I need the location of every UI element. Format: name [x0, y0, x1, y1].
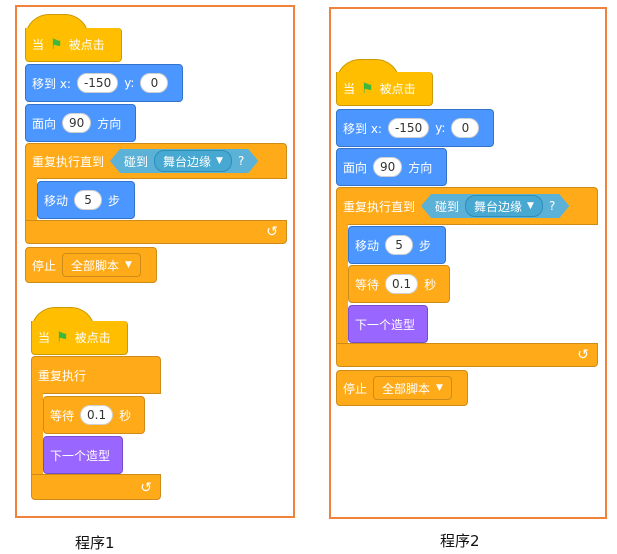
y-input[interactable]: 0 — [140, 73, 169, 93]
question-label: ? — [548, 199, 556, 213]
when-label: 当 — [343, 82, 356, 96]
all-scripts-label: 全部脚本 — [382, 381, 431, 396]
clicked-label: 被点击 — [379, 82, 416, 96]
dropdown-arrow-icon: ▼ — [436, 383, 443, 393]
forever-label: 重复执行 — [38, 368, 87, 383]
stop-all-block[interactable]: 停止 全部脚本 ▼ — [25, 247, 157, 283]
all-scripts-label: 全部脚本 — [71, 258, 120, 273]
point-label: 面向 — [343, 160, 368, 175]
edge-dropdown[interactable]: 舞台边缘 ▼ — [154, 150, 232, 172]
stop-label: 停止 — [343, 381, 368, 396]
repeat-until-foot: ↺ — [25, 220, 287, 244]
wait-label: 等待 — [355, 277, 380, 292]
loop-arrow-icon: ↺ — [266, 224, 278, 240]
clicked-label: 被点击 — [68, 38, 105, 52]
y-label: y: — [124, 76, 135, 90]
touching-sensor[interactable]: 碰到 舞台边缘 ▼ ? — [421, 194, 569, 218]
program2-caption: 程序2 — [440, 532, 480, 550]
c-block-arm — [25, 178, 37, 222]
steps-label: 步 — [108, 193, 121, 208]
dropdown-arrow-icon: ▼ — [125, 260, 132, 270]
next-costume-label: 下一个造型 — [355, 317, 416, 332]
when-label: 当 — [32, 38, 45, 52]
x-input[interactable]: -150 — [76, 73, 119, 93]
green-flag-icon: ⚑ — [56, 329, 69, 346]
repeat-until-block[interactable]: 重复执行直到 碰到 舞台边缘 ▼ ? — [336, 187, 598, 225]
seconds-label: 秒 — [119, 408, 132, 423]
repeat-until-foot: ↺ — [336, 343, 598, 367]
y-input[interactable]: 0 — [451, 118, 480, 138]
touching-label: 碰到 — [124, 154, 149, 169]
seconds-label: 秒 — [424, 277, 437, 292]
c-block-arm — [336, 224, 348, 344]
stop-label: 停止 — [32, 258, 57, 273]
forever-block[interactable]: 重复执行 — [31, 356, 161, 394]
program1-caption: 程序1 — [75, 534, 115, 552]
direction-input[interactable]: 90 — [373, 157, 403, 177]
question-label: ? — [237, 154, 245, 168]
next-costume-block[interactable]: 下一个造型 — [348, 305, 428, 343]
when-flag-clicked-block[interactable]: 当 ⚑ 被点击 — [336, 72, 433, 106]
wait-block[interactable]: 等待 0.1 秒 — [43, 396, 145, 434]
steps-input[interactable]: 5 — [74, 190, 103, 210]
goto-label: 移到 x: — [32, 76, 71, 91]
loop-arrow-icon: ↺ — [140, 480, 152, 496]
move-steps-block[interactable]: 移动 5 步 — [37, 181, 135, 219]
touching-label: 碰到 — [435, 199, 460, 214]
point-direction-block[interactable]: 面向 90 方向 — [25, 104, 136, 142]
repeat-until-block[interactable]: 重复执行直到 碰到 舞台边缘 ▼ ? — [25, 143, 287, 179]
point-direction-block[interactable]: 面向 90 方向 — [336, 148, 447, 186]
loop-arrow-icon: ↺ — [577, 347, 589, 363]
wait-label: 等待 — [50, 408, 75, 423]
stop-option-dropdown[interactable]: 全部脚本 ▼ — [62, 253, 141, 277]
direction-label: 方向 — [97, 116, 122, 131]
edge-label: 舞台边缘 — [474, 199, 523, 214]
when-flag-clicked-block[interactable]: 当 ⚑ 被点击 — [31, 321, 128, 355]
repeat-until-label: 重复执行直到 — [343, 199, 416, 214]
when-flag-clicked-block[interactable]: 当 ⚑ 被点击 — [25, 28, 122, 62]
steps-label: 步 — [419, 238, 432, 253]
clicked-label: 被点击 — [74, 331, 111, 345]
direction-input[interactable]: 90 — [62, 113, 92, 133]
stop-all-block[interactable]: 停止 全部脚本 ▼ — [336, 370, 468, 406]
dropdown-arrow-icon: ▼ — [527, 201, 534, 211]
wait-input[interactable]: 0.1 — [385, 274, 419, 294]
goto-label: 移到 x: — [343, 121, 382, 136]
steps-input[interactable]: 5 — [385, 235, 414, 255]
dropdown-arrow-icon: ▼ — [216, 156, 223, 166]
goto-xy-block[interactable]: 移到 x: -150 y: 0 — [336, 109, 494, 147]
repeat-until-label: 重复执行直到 — [32, 154, 105, 169]
move-label: 移动 — [44, 193, 69, 208]
forever-foot: ↺ — [31, 474, 161, 500]
edge-dropdown[interactable]: 舞台边缘 ▼ — [465, 195, 543, 217]
wait-input[interactable]: 0.1 — [80, 405, 114, 425]
when-label: 当 — [38, 331, 51, 345]
next-costume-block[interactable]: 下一个造型 — [43, 436, 123, 474]
point-label: 面向 — [32, 116, 57, 131]
c-block-arm — [31, 393, 43, 475]
touching-sensor[interactable]: 碰到 舞台边缘 ▼ ? — [110, 149, 258, 173]
move-label: 移动 — [355, 238, 380, 253]
wait-block[interactable]: 等待 0.1 秒 — [348, 265, 450, 303]
move-steps-block[interactable]: 移动 5 步 — [348, 226, 446, 264]
edge-label: 舞台边缘 — [163, 154, 212, 169]
green-flag-icon: ⚑ — [361, 80, 374, 97]
next-costume-label: 下一个造型 — [50, 448, 111, 463]
y-label: y: — [435, 121, 446, 135]
green-flag-icon: ⚑ — [50, 36, 63, 53]
direction-label: 方向 — [408, 160, 433, 175]
stop-option-dropdown[interactable]: 全部脚本 ▼ — [373, 376, 452, 400]
goto-xy-block[interactable]: 移到 x: -150 y: 0 — [25, 64, 183, 102]
x-input[interactable]: -150 — [387, 118, 430, 138]
